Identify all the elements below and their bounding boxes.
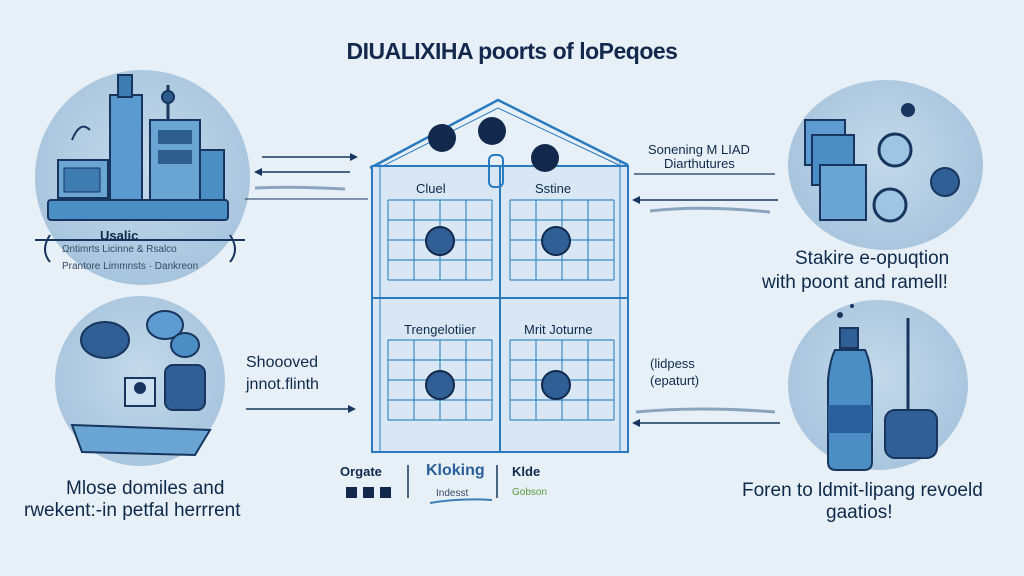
house-icon-1: [428, 124, 456, 152]
bottom-right-caption-line1: Foren to ldmit-lipang revoeld: [742, 480, 983, 501]
cell-label-bottom-right: Mrit Joturne: [524, 322, 593, 337]
legend-swatch-1: [346, 487, 357, 498]
right-mid-label-line1: (lidpess: [650, 356, 695, 371]
bottom-left-caption-line1: Mlose domiles and: [66, 478, 225, 499]
factory-caption-line2: Prantore Limmnsts · Dankreon: [62, 261, 199, 272]
house-icon-2: [478, 117, 506, 145]
top-right-caption-line1: Stakire e-opuqtion: [795, 248, 950, 269]
factory-caption-title: Usalic: [100, 228, 139, 243]
gear-icon: [425, 226, 455, 256]
gear-icon: [541, 370, 571, 400]
gear-icon: [425, 370, 455, 400]
cell-label-top-right: Sstine: [535, 181, 572, 196]
factory-caption-line1: Ωntimrts Licinne & Rsalco: [62, 244, 177, 255]
page-title: DIUALIXIHA poorts of loPeqoes: [346, 38, 678, 64]
shoved-label-line2: jnnot.flinth: [246, 376, 319, 393]
gear-icon: [541, 226, 571, 256]
shoved-label-line1: Shoooved: [246, 354, 319, 371]
cell-label-top-left: Cluel: [416, 181, 446, 196]
right-mid-label-line2: (epaturt): [650, 373, 700, 388]
bottom-right-caption-line2: gaatios!: [826, 502, 893, 523]
right-top-label-line1: Sonening M LIAD: [648, 142, 750, 157]
legend-item-3-sub: Gobson: [512, 487, 548, 498]
top-right-caption-line2: with poont and ramell!: [762, 272, 948, 293]
legend-item-2: Kloking: [426, 462, 485, 479]
right-top-label-line2: Diarthutures: [664, 156, 735, 171]
legend-item-1: Orgate: [340, 464, 382, 479]
cell-label-bottom-left: Trengelotiier: [404, 322, 476, 337]
legend-swatch-2: [363, 487, 374, 498]
bottom-left-caption-line2: rwekent:-in petfal herrrent: [24, 500, 241, 521]
house-connector-icon: [488, 154, 504, 188]
legend-swatch-3: [380, 487, 391, 498]
house-icon-3: [531, 144, 559, 172]
legend-item-3: Klde: [512, 464, 541, 479]
legend-item-2-sub: Indesst: [436, 488, 469, 499]
